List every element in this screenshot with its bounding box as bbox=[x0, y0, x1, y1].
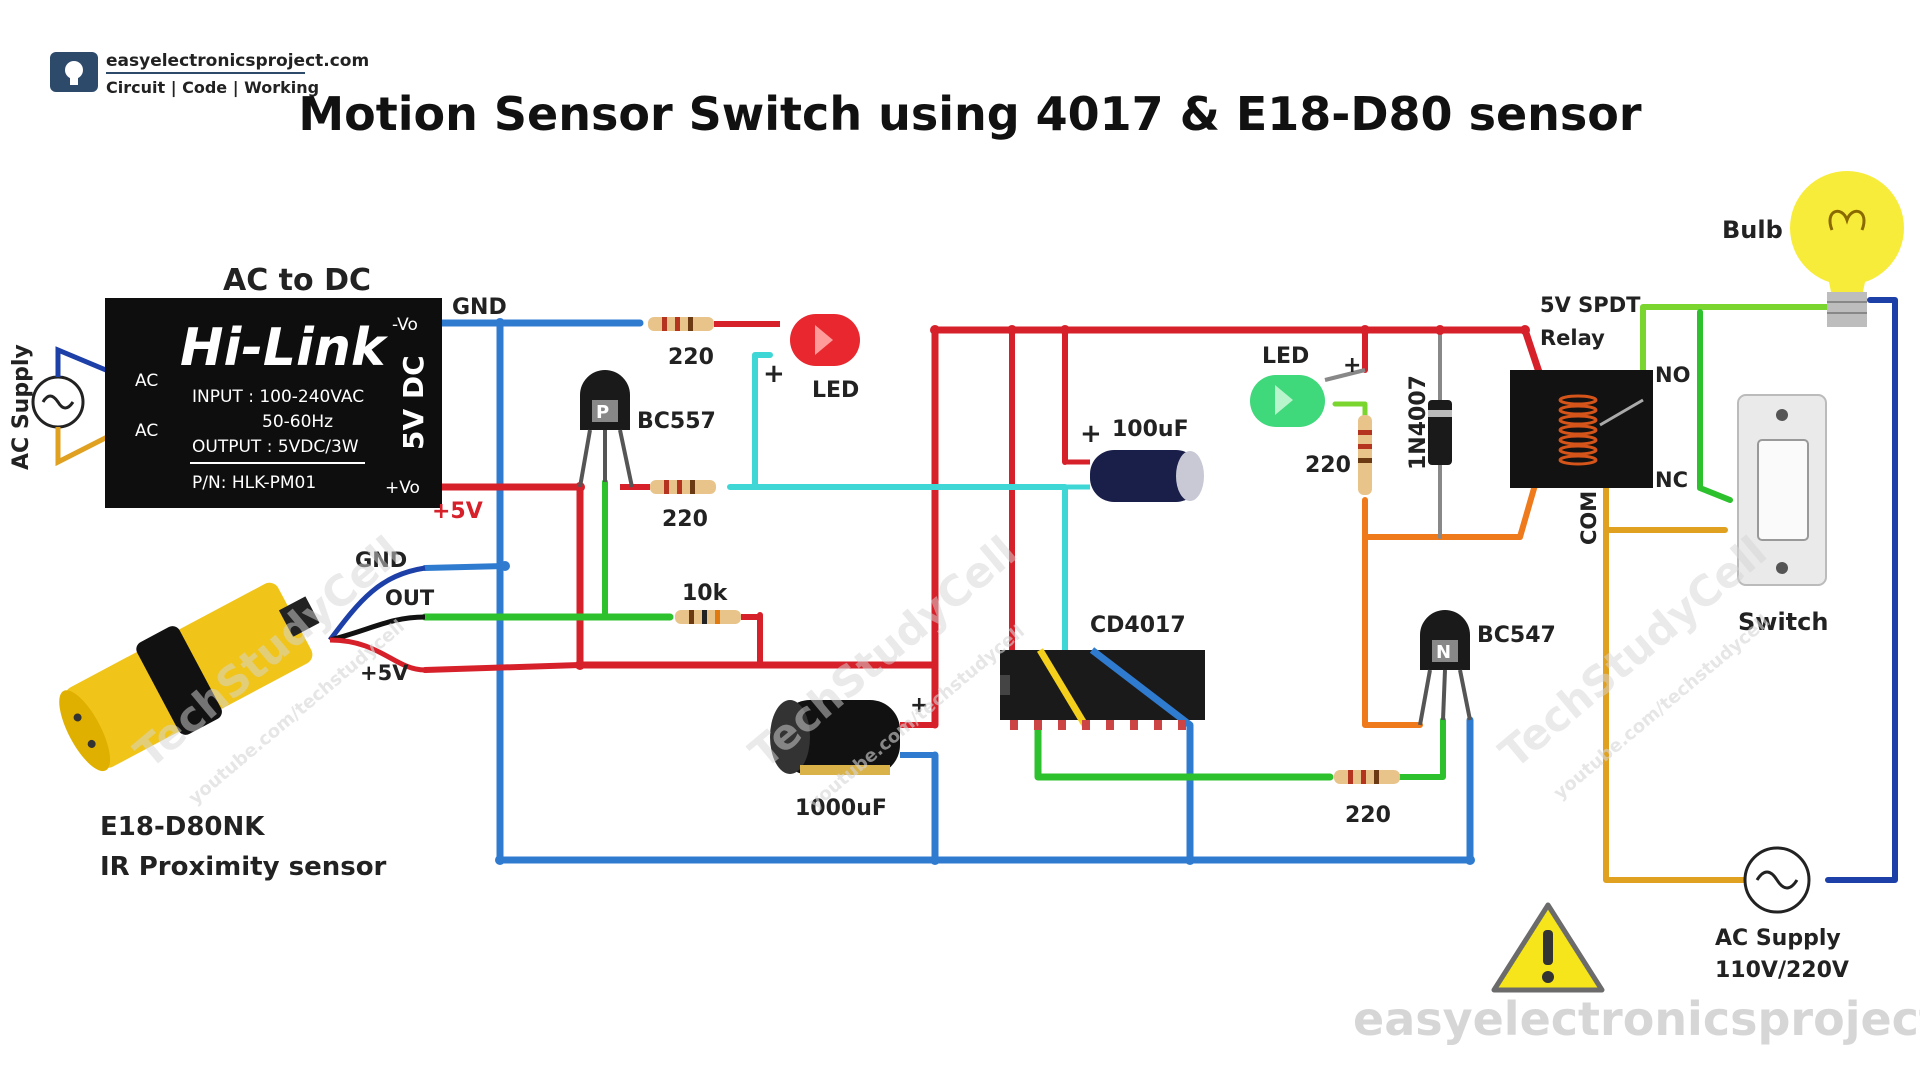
module-output: OUTPUT : 5VDC/3W bbox=[192, 437, 359, 457]
hlk-module: AC to DC Hi-Link INPUT : 100-240VAC 50-6… bbox=[105, 263, 442, 508]
led-red: + LED bbox=[763, 314, 860, 403]
module-side-label: 5V DC bbox=[397, 355, 430, 450]
wire-sensor-gnd bbox=[422, 563, 508, 571]
ac-supply-left: AC Supply bbox=[9, 344, 127, 470]
led-green-label: LED bbox=[1262, 344, 1309, 369]
sensor-out-label: OUT bbox=[385, 586, 435, 610]
pin-ac1: AC bbox=[135, 371, 158, 391]
ac-right-label: AC Supply bbox=[1715, 926, 1841, 951]
bulb-label: Bulb bbox=[1722, 216, 1783, 244]
relay-label-2: Relay bbox=[1540, 326, 1605, 350]
wire-led-green-cathode bbox=[1332, 401, 1368, 418]
pin-neg: -Vo bbox=[392, 315, 418, 335]
bulb: Bulb bbox=[1722, 171, 1904, 327]
wall-switch: Switch bbox=[1737, 394, 1828, 636]
q1-mark: P bbox=[596, 402, 609, 423]
c1000-plus: + bbox=[910, 693, 928, 718]
module-freq: 50-60Hz bbox=[262, 412, 333, 432]
relay-nc-label: NC bbox=[1655, 468, 1688, 492]
ac-right-voltage: 110V/220V bbox=[1715, 958, 1849, 983]
wire-switch-bulb bbox=[1697, 309, 1733, 503]
wire-q2-collector bbox=[1362, 497, 1423, 728]
module-brand: Hi-Link bbox=[180, 318, 389, 378]
logo-tagline: Circuit | Code | Working bbox=[106, 78, 319, 98]
wire-led-red bbox=[752, 352, 773, 490]
relay-com-label: COM bbox=[1577, 491, 1601, 545]
led-green-plus: + bbox=[1343, 353, 1361, 378]
relay-label: 5V SPDT bbox=[1540, 293, 1641, 317]
wire-no-bulb bbox=[1640, 304, 1858, 375]
relay-body bbox=[1510, 370, 1653, 488]
module-heading: AC to DC bbox=[223, 263, 371, 298]
diode-1n4007: 1N4007 bbox=[1406, 375, 1452, 470]
resistor-r1: 220 bbox=[648, 317, 780, 370]
wire-gnd-bus bbox=[496, 319, 1474, 864]
sensor-5v-label: +5V bbox=[360, 661, 409, 685]
wires bbox=[421, 297, 1898, 883]
led-green: LED + bbox=[1250, 344, 1366, 427]
plus5v-label: +5V bbox=[432, 499, 483, 524]
c100-label: 100uF bbox=[1112, 417, 1189, 442]
transistor-q2: N BC547 bbox=[1418, 610, 1556, 726]
pin-ac2: AC bbox=[135, 421, 158, 441]
relay-no-label: NO bbox=[1655, 363, 1690, 387]
gnd-top-label: GND bbox=[452, 295, 507, 320]
capacitor-100uf: + 100uF bbox=[1065, 417, 1204, 502]
logo-site: easyelectronicsproject.com bbox=[106, 51, 369, 71]
pin-pos: +Vo bbox=[385, 478, 420, 498]
diode-icon bbox=[1428, 400, 1452, 465]
r3-label: 10k bbox=[682, 581, 729, 606]
ac-supply-left-label: AC Supply bbox=[9, 344, 34, 470]
capacitor-100uf-icon bbox=[1090, 450, 1200, 502]
led-red-label: LED bbox=[812, 378, 859, 403]
module-pn: P/N: HLK-PM01 bbox=[192, 473, 316, 493]
watermark-site: easyelectronicsproject.com bbox=[1353, 992, 1920, 1046]
junction-dots bbox=[575, 325, 1530, 670]
ac-supply-right: AC Supply 110V/220V bbox=[1715, 846, 1849, 983]
sensor-gnd-label: GND bbox=[355, 548, 407, 572]
module-input: INPUT : 100-240VAC bbox=[192, 387, 364, 407]
resistor-r3: 10k bbox=[675, 581, 760, 624]
capacitor-1000uf-icon bbox=[780, 700, 900, 775]
switch-label: Switch bbox=[1738, 608, 1828, 636]
page-title: Motion Sensor Switch using 4017 & E18-D8… bbox=[298, 87, 1641, 141]
c1000-label: 1000uF bbox=[795, 796, 887, 821]
sensor-name: E18-D80NK bbox=[100, 812, 265, 842]
r1-label: 220 bbox=[668, 345, 714, 370]
led-red-plus: + bbox=[763, 359, 785, 389]
transistor-q1: P BC557 bbox=[578, 370, 716, 488]
ic-cd4017: CD4017 bbox=[1000, 613, 1205, 730]
wire-sensor-5v bbox=[422, 662, 583, 673]
resistor-r2: 220 bbox=[620, 480, 716, 532]
ic-label: CD4017 bbox=[1090, 613, 1186, 638]
sensor-desc: IR Proximity sensor bbox=[100, 852, 387, 882]
module-body bbox=[105, 298, 442, 508]
logo: easyelectronicsproject.com Circuit | Cod… bbox=[50, 51, 369, 98]
r5-label: 220 bbox=[1345, 803, 1391, 828]
diode-label: 1N4007 bbox=[1406, 375, 1431, 470]
wire-plus5v-top bbox=[931, 326, 1544, 729]
c100-plus: + bbox=[1080, 419, 1102, 449]
relay: 5V SPDT Relay NO NC COM bbox=[1510, 293, 1690, 545]
capacitor-1000uf: + 1000uF bbox=[770, 693, 935, 821]
wire-ic-q bbox=[1034, 721, 1334, 781]
junction-dots-gnd bbox=[495, 318, 1475, 865]
r2-label: 220 bbox=[662, 507, 708, 532]
r4-label: 220 bbox=[1305, 453, 1351, 478]
ir-sensor: GND OUT +5V E18-D80NK IR Proximity senso… bbox=[59, 548, 435, 882]
wire-ac-return bbox=[1825, 297, 1898, 883]
q2-mark: N bbox=[1436, 642, 1451, 663]
bulb-icon bbox=[1790, 171, 1904, 285]
resistor-r4: 220 bbox=[1305, 415, 1372, 495]
resistor-r5: 220 bbox=[1334, 770, 1400, 828]
q1-label: BC557 bbox=[637, 409, 716, 434]
wire-ac-com bbox=[1603, 422, 1748, 883]
wire-relay-coil bbox=[1362, 482, 1538, 540]
q2-label: BC547 bbox=[1477, 623, 1556, 648]
wire-q2-base bbox=[1397, 717, 1446, 780]
warning-icon bbox=[1491, 902, 1605, 993]
